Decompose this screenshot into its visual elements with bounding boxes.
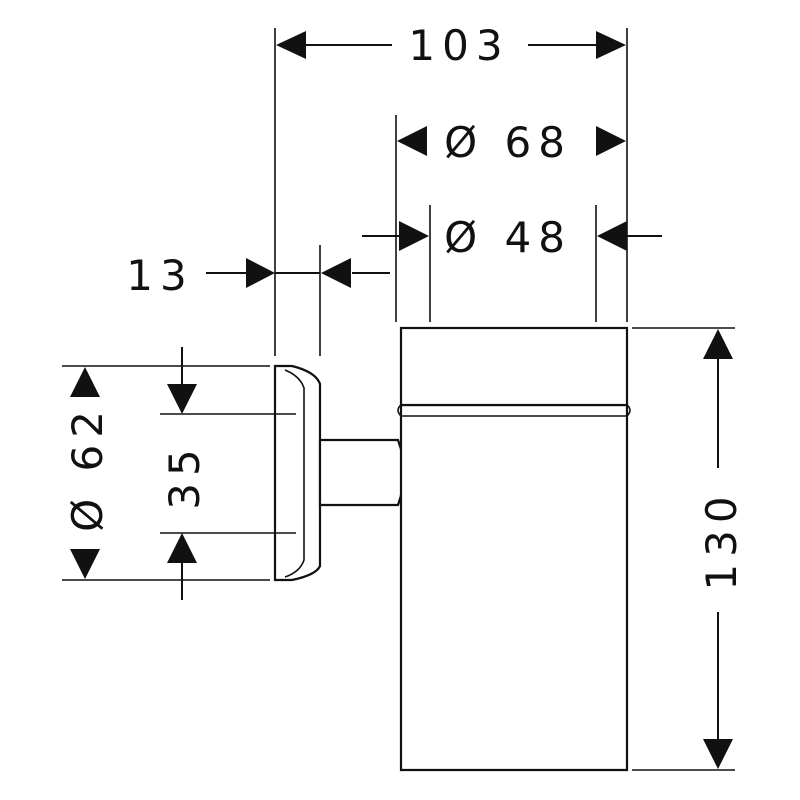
holder-ring [399, 326, 629, 407]
arrowhead [167, 533, 197, 563]
arrowhead [597, 221, 627, 251]
arrowhead [246, 258, 275, 288]
arrowhead [276, 31, 306, 59]
dim-label-130: 130 [697, 489, 746, 590]
dim-inner-diameter: Ø 48 [362, 213, 662, 262]
arrowhead [596, 126, 626, 156]
dim-flange-diameter: Ø 62 [63, 367, 112, 579]
dim-overall-width: 103 [276, 21, 626, 70]
arrowhead [399, 221, 429, 251]
arrowhead [596, 31, 626, 59]
arrowhead [703, 329, 733, 359]
arrowhead [397, 126, 427, 156]
extension-lines [62, 28, 735, 771]
dim-label-35: 35 [160, 442, 209, 509]
dim-outer-diameter: Ø 68 [397, 118, 626, 167]
wall-flange-inner-edge [284, 369, 305, 578]
dim-wall-depth: 13 [126, 251, 390, 300]
arrowhead [70, 367, 100, 397]
arrowhead [321, 258, 351, 288]
dim-label-103: 103 [408, 21, 509, 70]
wall-flange [273, 364, 322, 582]
rim-bead [397, 404, 631, 417]
tumbler-body [399, 403, 629, 772]
arrowhead [167, 384, 197, 414]
product-outline [273, 326, 631, 772]
mount-arm [318, 438, 406, 507]
dim-height: 130 [697, 329, 746, 769]
dim-label-13: 13 [126, 251, 193, 300]
dim-mount-spacing: 35 [160, 347, 209, 600]
dim-label-d68: Ø 68 [444, 118, 572, 167]
dim-label-d62: Ø 62 [63, 404, 112, 532]
arrowhead [70, 549, 100, 579]
arrowhead [703, 739, 733, 769]
dim-label-d48: Ø 48 [444, 213, 572, 262]
